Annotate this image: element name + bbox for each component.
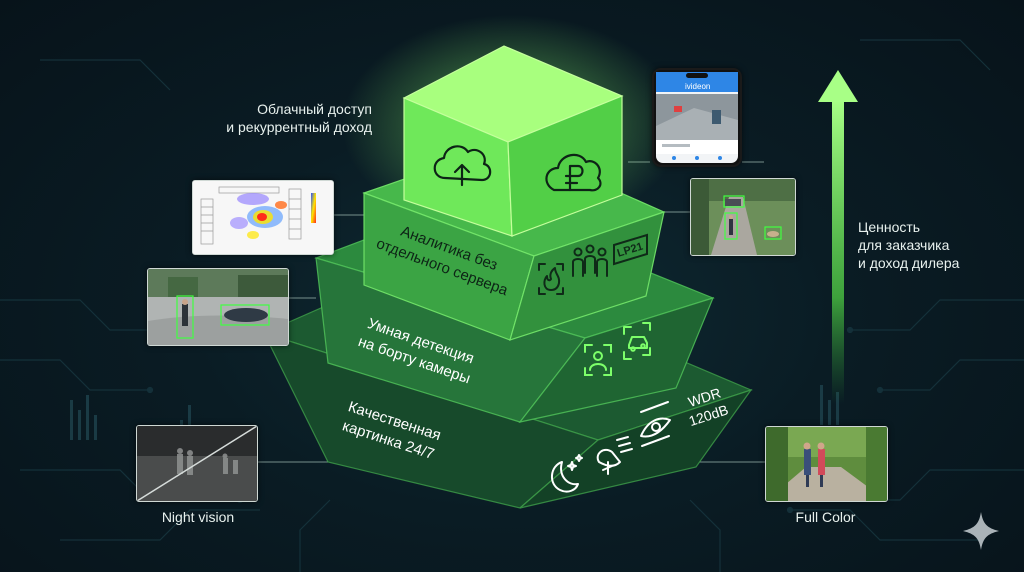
value-arrow-label: Ценность для заказчика и доход дилера [858,218,998,272]
face-detection-icon [584,344,612,376]
tier-cloud [402,45,624,237]
value-label-line-1: Ценность [858,219,921,235]
value-arrow [818,70,858,404]
heatmap-floorplan-image [192,180,334,255]
fire-detection-icon [538,263,564,295]
phone-app-title: ivideon [685,82,711,91]
cloud-upload-icon [433,145,492,187]
tier-cloud-line-2: и рекуррентный доход [226,119,372,135]
vehicle-detection-icon [623,322,651,360]
tier-cloud-label: Облачный доступ и рекуррентный доход [200,100,372,136]
full-color-image [765,426,888,502]
sparkle-icon [963,512,999,550]
people-counting-icon [572,244,608,277]
person-car-detection-image [147,268,289,346]
tier-quality-right-face [519,388,753,509]
full-color-label: Full Color [795,509,856,525]
tier-cloud-right-face [507,95,623,237]
value-label-line-2: для заказчика [858,237,950,253]
mobile-app-phone: ivideon [652,68,742,167]
moon-stars-icon [551,454,583,493]
night-vision-label: Night vision [161,509,235,525]
fog-lamp-icon [596,436,633,475]
tier-detection-right-face [518,297,715,423]
wdr-eye-icon [640,401,671,447]
outdoor-detection-image [690,178,796,256]
tier-cloud-line-1: Облачный доступ [257,101,372,117]
ruble-cloud-icon [545,153,602,192]
tier-analytics-right-face [509,211,665,341]
night-vision-image [136,425,258,502]
value-label-line-3: и доход дилера [858,255,960,271]
